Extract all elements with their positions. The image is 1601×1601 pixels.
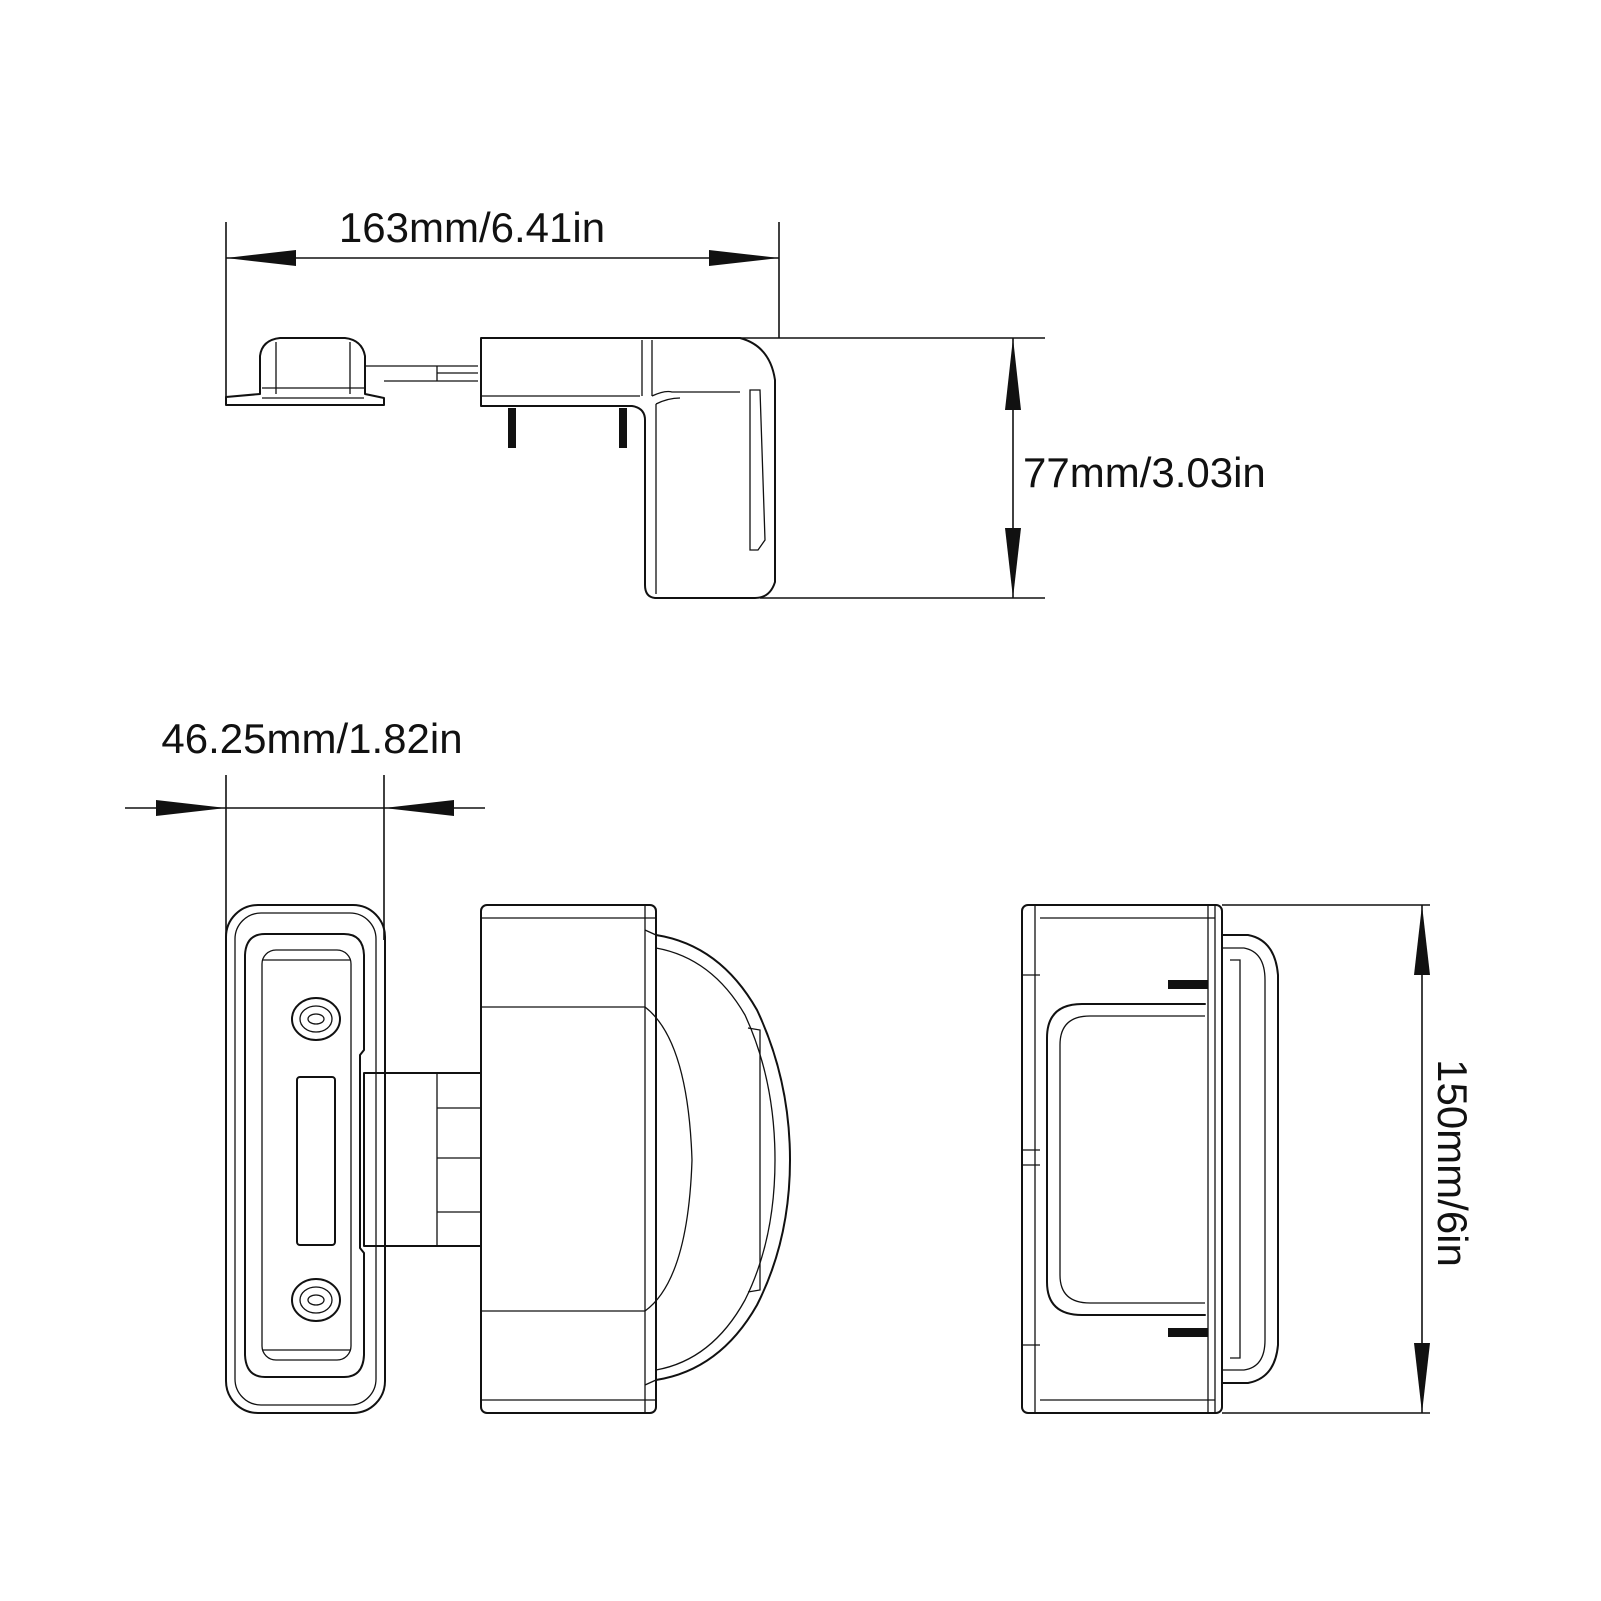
depth-label: 150mm/6in	[1429, 1059, 1476, 1267]
connecting-rod	[365, 365, 478, 382]
end-body	[1021, 904, 1279, 1414]
height-dimension: 77mm/3.03in	[740, 337, 1266, 599]
mounting-plate	[225, 904, 386, 1414]
width-label: 46.25mm/1.82in	[161, 715, 462, 762]
depth-dimension: 150mm/6in	[1222, 904, 1476, 1414]
height-label: 77mm/3.03in	[1023, 449, 1266, 496]
side-view: 163mm/6.41in	[225, 204, 1266, 599]
main-body-side	[480, 337, 776, 599]
left-foot-part	[225, 337, 385, 406]
length-label: 163mm/6.41in	[339, 204, 605, 251]
main-body-top	[480, 904, 791, 1414]
width-dimension: 46.25mm/1.82in	[125, 715, 485, 940]
connector	[363, 1072, 482, 1247]
length-dimension: 163mm/6.41in	[225, 204, 780, 402]
top-view: 46.25mm/1.82in	[125, 715, 791, 1414]
end-view: 150mm/6in	[1021, 904, 1476, 1414]
